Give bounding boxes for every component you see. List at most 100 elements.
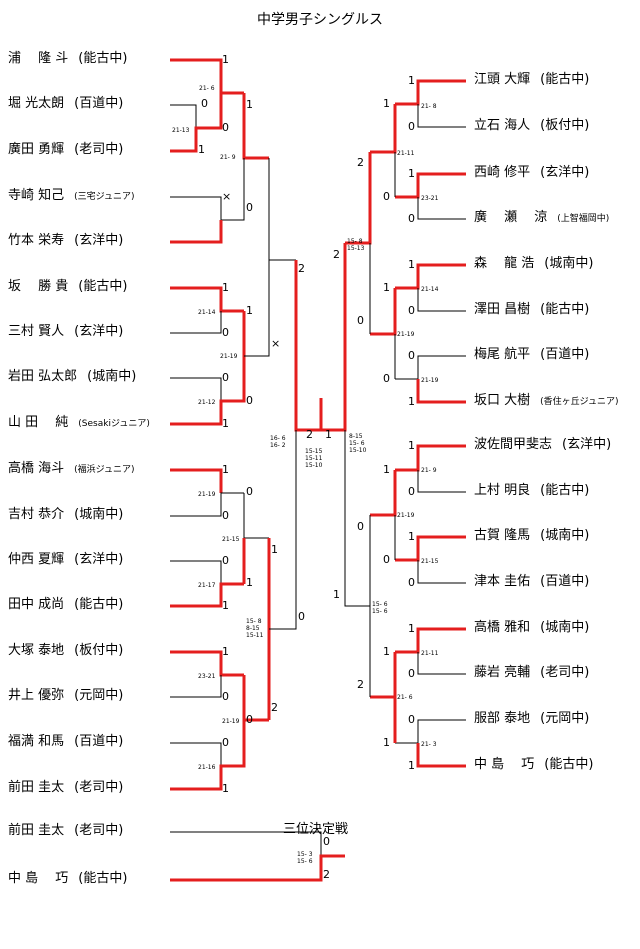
result-mark: 0 [246, 485, 253, 498]
player-name: 前田 圭太 [8, 780, 65, 795]
result-mark: 1 [408, 622, 415, 635]
result-mark: 0 [383, 372, 390, 385]
result-mark: 1 [408, 167, 415, 180]
player-name: 廣田 勇輝 [8, 142, 65, 157]
player-school: (三宅ジュニア) [74, 192, 135, 202]
score: 15-11 [246, 632, 264, 639]
score: 21-15 [421, 558, 439, 565]
result-mark: 1 [408, 258, 415, 271]
bracket-line [243, 493, 269, 539]
player-entry: 廣田 勇輝(老司中) [8, 142, 123, 158]
player-name: 中 島 巧 [474, 757, 535, 772]
third-place-label: 三位決定戦 [283, 822, 349, 837]
player-name: 森 龍 浩 [474, 256, 535, 271]
result-mark: 0 [383, 553, 390, 566]
score: 15-13 [347, 245, 365, 252]
player-school: (老司中) [540, 665, 590, 680]
player-name: 堀 光太朗 [8, 96, 65, 111]
player-name: 井上 優弥 [8, 688, 65, 703]
player-entry: 梅尾 航平 (百道中) [474, 347, 589, 363]
player-school: (上智福岡中) [557, 214, 610, 224]
score: 21-14 [421, 286, 439, 293]
bracket-line [170, 675, 222, 698]
result-mark: 1 [333, 588, 340, 601]
player-school: (能古中) [78, 51, 128, 66]
player-entry: 西崎 修平(玄洋中) [474, 165, 589, 181]
player-entry: 上村 明良(能古中) [474, 483, 589, 499]
player-school: (板付中) [74, 643, 124, 658]
player-name: 岩田 弘太郎 [8, 369, 78, 384]
player-entry: 寺崎 知己(三宅ジュニア) [8, 188, 135, 205]
score: 21-13 [172, 127, 190, 134]
player-entry: 前田 圭太(老司中) [8, 823, 123, 839]
player-school: (能古中) [540, 302, 590, 317]
player-name: 福満 和馬 [8, 734, 65, 749]
result-mark: 1 [408, 759, 415, 772]
result-mark: 0 [222, 371, 229, 384]
result-mark: 0 [357, 520, 364, 533]
bracket-line [170, 742, 222, 766]
player-school: (城南中) [87, 369, 137, 384]
player-school: (玄洋中) [562, 437, 612, 452]
player-name: 立石 海人 [474, 118, 531, 133]
player-entry: 福満 和馬(百道中) [8, 734, 123, 750]
result-mark: 0 [408, 349, 415, 362]
bracket-line [417, 197, 466, 220]
winner-path [416, 743, 466, 768]
player-school: (能古中) [78, 279, 128, 294]
result-mark: 0 [222, 736, 229, 749]
bracket-line [170, 158, 245, 221]
player-name: 坂口 大樹 [474, 393, 531, 408]
result-mark: 2 [357, 678, 364, 691]
player-entry: 津本 圭佑(百道中) [474, 574, 589, 590]
result-mark: 0 [298, 610, 305, 623]
result-mark: 1 [198, 143, 205, 156]
result-mark: 0 [323, 835, 330, 848]
score: 21-11 [397, 150, 415, 157]
player-school: (老司中) [74, 780, 124, 795]
result-mark: 1 [246, 98, 253, 111]
bracket-line [269, 430, 297, 630]
player-name: 高橋 海斗 [8, 461, 65, 476]
winner-path [170, 93, 223, 153]
result-mark: 1 [408, 439, 415, 452]
score: 21-15 [222, 536, 240, 543]
player-school: (百道中) [74, 96, 124, 111]
result-mark: 1 [325, 428, 332, 441]
player-entry: 岩田 弘太郎 (城南中) [8, 369, 136, 385]
player-entry: 坂口 大樹(香住ヶ丘ジュニア) [474, 393, 619, 410]
player-name: 津本 圭佑 [474, 574, 531, 589]
result-mark: 0 [222, 554, 229, 567]
winner-path [170, 718, 269, 791]
result-mark: 0 [246, 713, 253, 726]
result-mark: 0 [201, 97, 208, 110]
winner-path [395, 263, 466, 290]
winner-path [370, 104, 397, 154]
player-school: (玄洋中) [74, 324, 124, 339]
player-school: (能古中) [74, 597, 124, 612]
score: 15-10 [305, 462, 323, 469]
player-name: 浦 隆 斗 [8, 51, 69, 66]
score: 8-15 [349, 433, 363, 440]
score: 15- 3 [297, 851, 313, 858]
bracket-line [170, 831, 322, 856]
winner-path [170, 286, 244, 313]
player-entry: 浦 隆 斗 (能古中) [8, 51, 127, 67]
winner-path [170, 58, 244, 95]
score: 21-19 [397, 512, 415, 519]
result-mark: 1 [222, 782, 229, 795]
bracket-line [417, 560, 466, 584]
result-mark: 0 [408, 212, 415, 225]
winner-path [395, 444, 466, 472]
player-school: (百道中) [540, 347, 590, 362]
bracket-line [268, 158, 296, 261]
result-mark: 1 [246, 576, 253, 589]
result-mark: 2 [298, 262, 305, 275]
score: 21-11 [421, 650, 439, 657]
player-name: 梅尾 航平 [474, 347, 531, 362]
result-mark: 2 [323, 868, 330, 881]
winner-path [395, 627, 466, 654]
winner-path [170, 468, 223, 493]
player-name: 竹本 栄寿 [8, 233, 65, 248]
winner-path [170, 854, 345, 882]
